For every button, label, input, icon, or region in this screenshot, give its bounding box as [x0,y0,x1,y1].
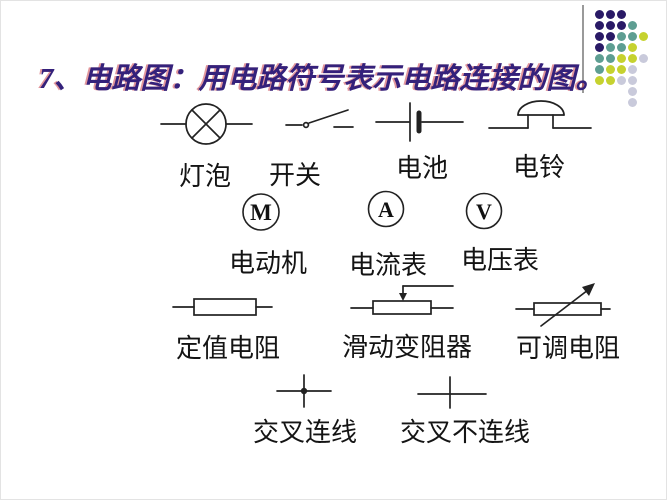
decor-dot [617,65,626,74]
decor-dot [639,54,648,63]
fixed-resistor-label: 定值电阻 [175,334,281,363]
decor-dot [628,87,637,96]
decor-dot [606,54,615,63]
bell-symbol [487,97,593,133]
decor-vertical-line [582,5,584,93]
bulb-label: 灯泡 [178,162,232,191]
decor-dot [617,32,626,41]
cross-connected-icon [276,374,332,408]
fixed-resistor-symbol [171,292,275,322]
decor-dot [617,10,626,19]
bulb-symbol [159,101,255,147]
adjustable-resistor-symbol [515,279,617,331]
ammeter-symbol: A [366,189,406,229]
decor-dot [617,21,626,30]
decor-dot [606,65,615,74]
cross-not-connected-label: 交叉不连线 [399,418,531,447]
voltmeter-letter: V [476,199,492,224]
wiper-arrowhead [399,293,407,301]
voltmeter-symbol: V [464,191,504,231]
decor-dot [595,32,604,41]
bell-icon [488,100,592,129]
adjustable-resistor-label: 可调电阻 [515,334,621,363]
decor-dot [606,43,615,52]
cross-connected-symbol [275,373,335,413]
voltmeter-icon: V [465,192,503,230]
diagonal-arrowhead [582,283,595,296]
cross-not-connected-icon [417,376,487,409]
junction-dot [300,387,308,395]
sliding-rheostat-symbol [349,281,455,317]
switch-icon [285,109,354,129]
ammeter-letter: A [378,197,394,222]
decor-dot [595,21,604,30]
decor-dot [606,76,615,85]
motor-symbol: M [241,192,281,232]
sliding-rheostat-icon [350,285,454,315]
adjustable-resistor-icon [515,283,611,327]
decor-dot [595,65,604,74]
decor-dot [628,32,637,41]
decor-dot [606,21,615,30]
decor-dot [628,21,637,30]
decor-dot [617,76,626,85]
decor-dot [628,98,637,107]
motor-label: 电动机 [228,249,308,278]
decor-dot [606,32,615,41]
motor-letter: M [250,200,272,225]
switch-label: 开关 [268,161,322,190]
decor-dot [628,43,637,52]
ammeter-label: 电流表 [348,251,428,280]
cross-connected-label: 交叉连线 [252,418,358,447]
bell-label: 电铃 [512,153,566,182]
decor-dot [617,54,626,63]
switch-symbol [284,105,356,135]
decor-dot [628,65,637,74]
bulb-icon [160,103,253,145]
motor-icon: M [242,193,280,231]
ammeter-icon: A [367,190,405,228]
decor-dot [617,43,626,52]
decor-dot [606,10,615,19]
decor-dot [595,10,604,19]
battery-label: 电池 [395,154,449,183]
decor-dot [628,54,637,63]
page-title: 7、电路图：用电路符号表示电路连接的图。 [39,63,605,95]
dot-grid [595,10,653,112]
fixed-resistor-icon [172,298,273,316]
decor-dot [628,76,637,85]
decor-dot [595,43,604,52]
voltmeter-label: 电压表 [460,246,540,275]
battery-symbol [374,99,466,145]
decor-dot [639,32,648,41]
battery-icon [375,102,464,142]
cross-not-connected-symbol [417,375,489,411]
sliding-rheostat-label: 滑动变阻器 [341,333,473,362]
decor-dot [595,76,604,85]
decor-dot [595,54,604,63]
